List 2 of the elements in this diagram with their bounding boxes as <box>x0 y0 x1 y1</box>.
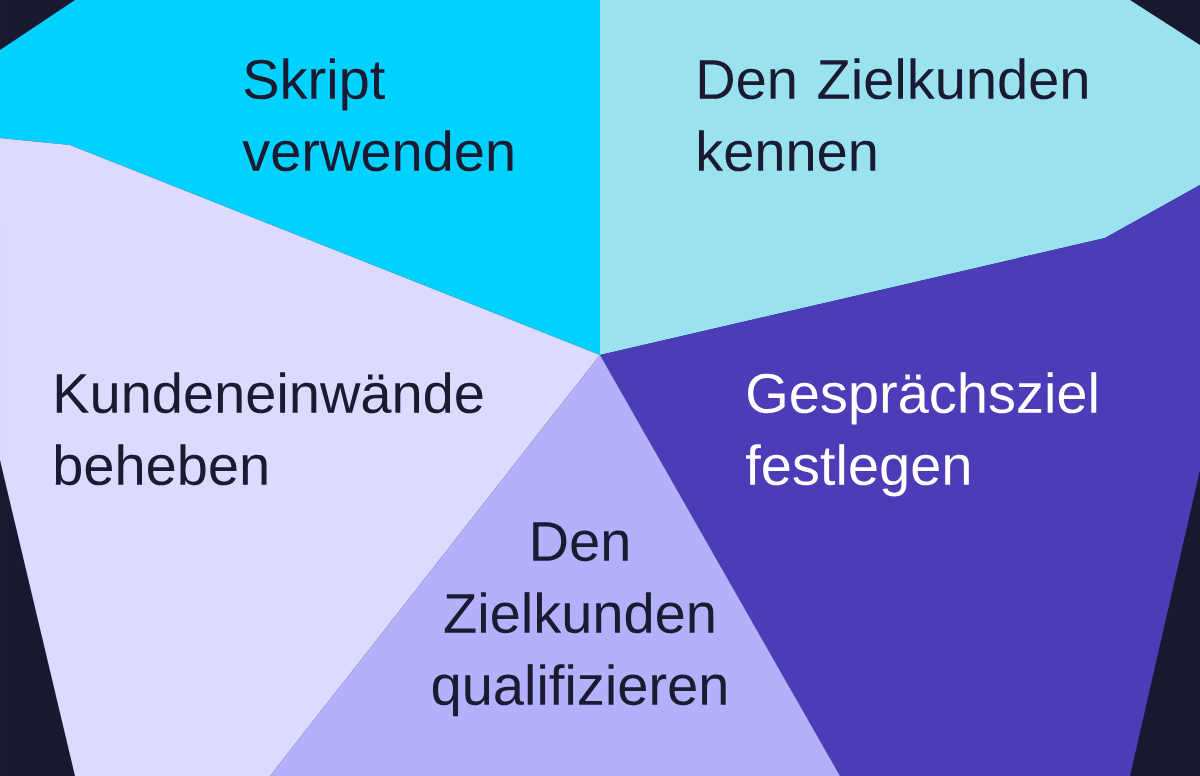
segment: Skript verwenden <box>0 0 600 355</box>
segment: Den Zielkunden kennen <box>600 0 1200 355</box>
